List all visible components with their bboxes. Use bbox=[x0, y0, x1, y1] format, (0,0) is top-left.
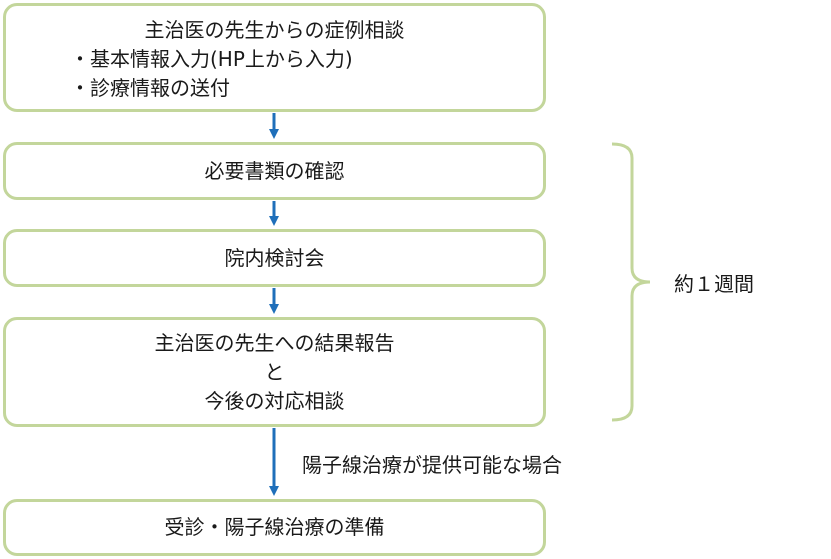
step-label: 今後の対応相談 bbox=[204, 388, 345, 413]
step-label: 必要書類の確認 bbox=[204, 158, 345, 183]
bullet-send-records: ・診療情報の送付 bbox=[70, 76, 230, 100]
condition-label: 陽子線治療が提供可能な場合 bbox=[302, 453, 562, 477]
step-result-report: 主治医の先生への結果報告 と 今後の対応相談 bbox=[3, 317, 546, 427]
bullet-basic-info: ・基本情報入力(HP上から入力) bbox=[70, 47, 353, 71]
period-brace bbox=[611, 142, 651, 422]
step-label: 院内検討会 bbox=[224, 245, 325, 270]
step-document-check: 必要書類の確認 bbox=[3, 142, 546, 200]
step-label: と bbox=[264, 359, 285, 384]
step-case-consultation: 主治医の先生からの症例相談 ・基本情報入力(HP上から入力) ・診療情報の送付 bbox=[3, 3, 546, 112]
step-label: 受診・陽子線治療の準備 bbox=[164, 515, 385, 539]
step-treatment-preparation: 受診・陽子線治療の準備 bbox=[3, 499, 546, 556]
step-internal-review: 院内検討会 bbox=[3, 229, 546, 287]
step-title: 主治医の先生からの症例相談 bbox=[144, 18, 405, 42]
step-label: 主治医の先生への結果報告 bbox=[154, 330, 395, 355]
period-label: 約１週間 bbox=[674, 272, 754, 296]
